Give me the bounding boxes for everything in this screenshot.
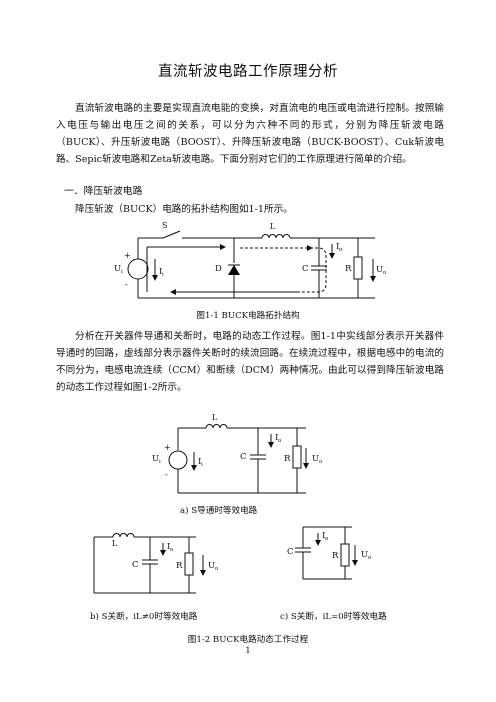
figure-b: L C R I o U o: [93, 533, 219, 594]
label-io-sub: o: [278, 438, 282, 444]
label-ui: U: [152, 454, 159, 464]
label-d: D: [215, 264, 222, 274]
label-ii-sub: i: [162, 272, 164, 278]
diode-d: [228, 265, 240, 275]
inductor-l: [205, 424, 228, 429]
figure-1-1: S L D C R U i I i I o U o + -: [114, 221, 387, 299]
label-io-sub: o: [339, 247, 343, 253]
figure-b-caption: b) S关断，iL≠0时等效电路: [90, 612, 198, 622]
label-c: C: [132, 560, 139, 570]
label-uo-sub: o: [215, 566, 219, 572]
page-title: 直流斩波电路工作原理分析: [158, 64, 338, 80]
label-ui: U: [114, 264, 121, 274]
label-r: R: [176, 561, 183, 571]
label-r: R: [332, 551, 339, 561]
label-ui-sub: i: [159, 459, 161, 465]
label-ii: I: [198, 457, 201, 467]
label-uo: U: [312, 454, 319, 464]
label-r: R: [284, 454, 291, 464]
label-uo: U: [361, 550, 368, 560]
intro-paragraph: 直流斩波电路的主要是实现直流电能的变换，对直流电的电压或电流进行控制。按照输入电…: [56, 103, 444, 165]
figure-a: L C R U i I i I o U o + -: [152, 413, 323, 494]
resistor-r: [353, 256, 363, 280]
label-ii: I: [159, 267, 162, 277]
label-uo: U: [208, 561, 215, 571]
figure-1-1-caption: 图1-1 BUCK电路拓扑结构: [196, 311, 300, 321]
label-uo: U: [376, 265, 383, 275]
label-io: I: [167, 542, 170, 552]
figure-c: C R I o U o: [287, 526, 372, 580]
label-uo-sub: o: [383, 270, 387, 276]
resistor-r: [184, 552, 194, 576]
label-c: C: [287, 547, 294, 557]
inductor-l: [261, 234, 291, 239]
page-number: 1: [245, 646, 251, 656]
section-intro: 降压斩波（BUCK）电路的拓扑结构图如1-1所示。: [75, 204, 293, 215]
label-io-sub: o: [325, 536, 329, 542]
label-io: I: [336, 242, 339, 252]
label-io: I: [322, 531, 325, 541]
label-uo-sub: o: [368, 555, 372, 561]
label-io: I: [275, 433, 278, 443]
label-s: S: [162, 221, 167, 230]
resistor-r: [292, 445, 302, 469]
figure-1-2-caption: 图1-2 BUCK电路动态工作过程: [187, 635, 309, 645]
label-io-sub: o: [170, 547, 174, 553]
section-heading: 一．降压斩波电路: [64, 186, 143, 197]
label-l: L: [270, 222, 276, 231]
label-c: C: [302, 264, 309, 274]
label-c: C: [240, 452, 247, 462]
figure-a-caption: a) S导通时等效电路: [180, 506, 258, 516]
inductor-l: [112, 533, 135, 538]
analysis-paragraph: 分析在开关器件导通和关断时，电路的动态工作过程。图1-1中实线部分表示开关器件导…: [56, 331, 444, 393]
label-plus: +: [164, 443, 171, 452]
voltage-source: [127, 258, 149, 280]
label-plus: +: [124, 251, 131, 260]
switch-s: [162, 230, 181, 239]
label-uo-sub: o: [319, 459, 323, 465]
voltage-source: [168, 450, 188, 470]
label-l: L: [112, 539, 118, 548]
label-ui-sub: i: [121, 269, 123, 275]
label-minus: -: [125, 280, 128, 289]
label-r: R: [345, 264, 352, 274]
resistor-r: [340, 543, 350, 567]
label-ii-sub: i: [201, 462, 203, 468]
label-minus: -: [165, 470, 168, 479]
figure-c-caption: c) S关断，iL=0时等效电路: [280, 612, 387, 622]
label-l: L: [212, 413, 218, 422]
